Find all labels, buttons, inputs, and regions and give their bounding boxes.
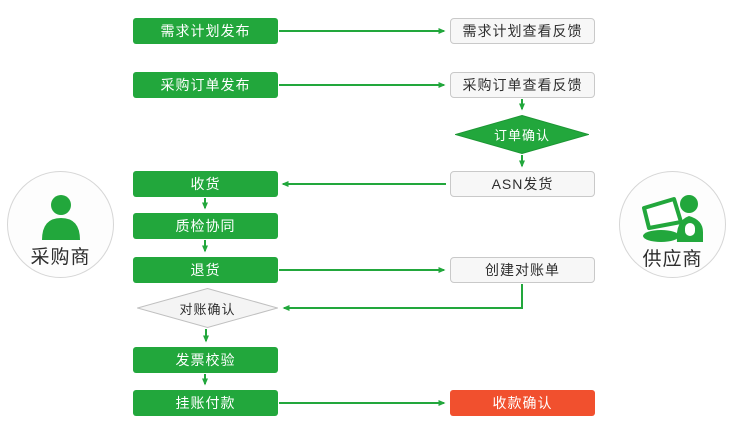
- node-invoice-verification: 发票校验: [133, 347, 278, 373]
- diamond-shape: [137, 288, 278, 328]
- edge-statement-to-confirm: [282, 284, 523, 311]
- person-icon: [41, 195, 80, 240]
- node-create-statement: 创建对账单: [450, 257, 595, 283]
- node-demand-plan-publish: 需求计划发布: [133, 18, 278, 44]
- node-receive-goods: 收货: [133, 171, 278, 197]
- node-statement-confirm: 对账确认: [137, 288, 278, 328]
- actor-supplier: 供应商: [619, 171, 726, 278]
- node-booked-payment: 挂账付款: [133, 390, 278, 416]
- actor-buyer-label: 采购商: [30, 247, 91, 268]
- node-purchase-order-view-feedback: 采购订单查看反馈: [450, 72, 595, 98]
- node-receipt-confirm: 收款确认: [450, 390, 595, 416]
- node-purchase-order-publish: 采购订单发布: [133, 72, 278, 98]
- node-demand-plan-view-feedback: 需求计划查看反馈: [450, 18, 595, 44]
- person-laptop-icon: [641, 195, 703, 242]
- node-statement-confirm-label: 对账确认: [179, 301, 236, 317]
- node-order-confirm: 订单确认: [455, 115, 589, 154]
- node-quality-inspection: 质检协同: [133, 213, 278, 239]
- actor-supplier-label: 供应商: [642, 249, 703, 270]
- actor-buyer: 采购商: [7, 171, 114, 278]
- node-return-goods: 退货: [133, 257, 278, 283]
- node-asn-shipping: ASN发货: [450, 171, 595, 197]
- node-order-confirm-label: 订单确认: [493, 128, 550, 143]
- diamond-shape: [455, 115, 589, 154]
